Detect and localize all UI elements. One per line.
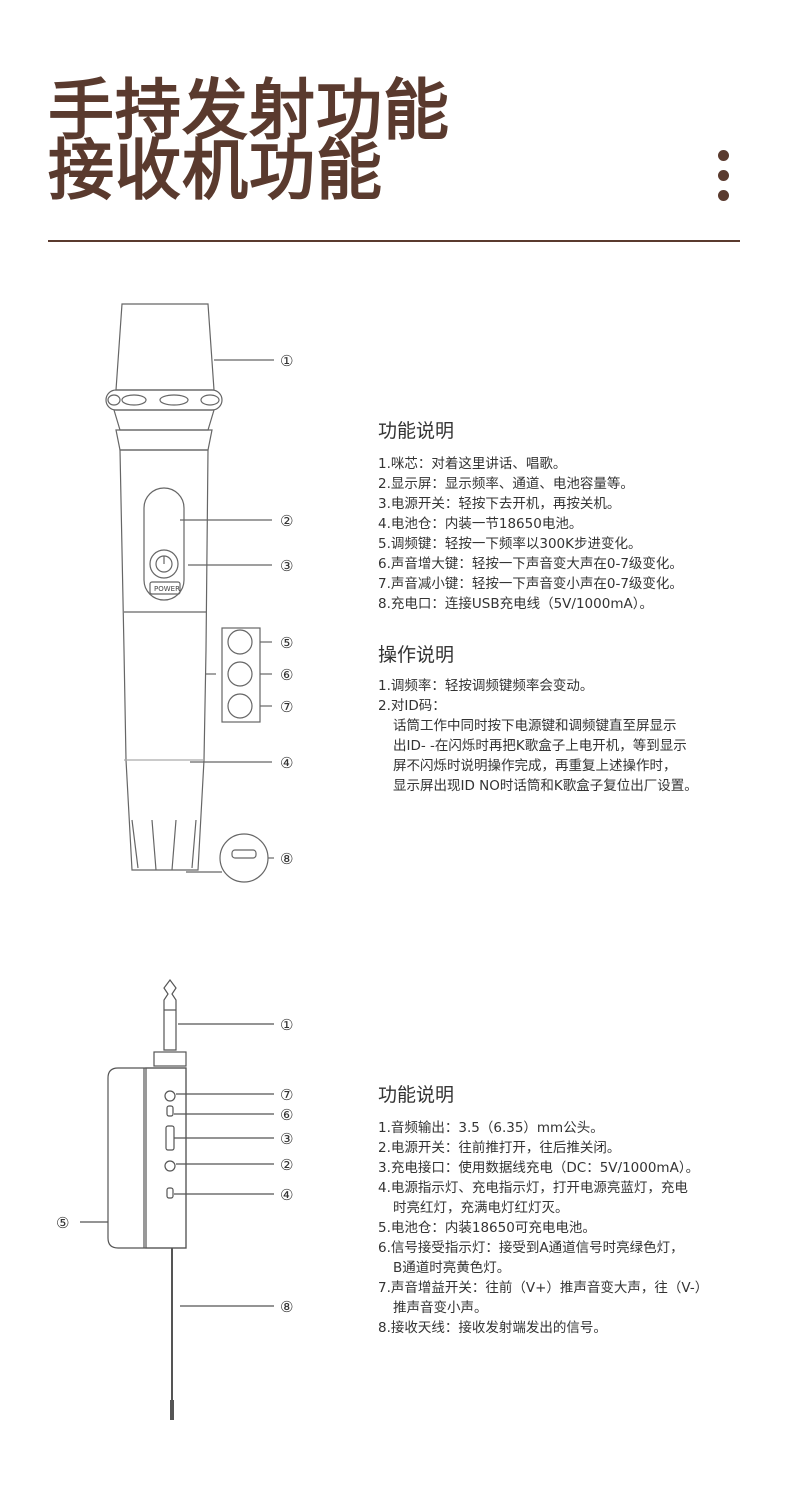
list-item: 显示屏出现ID NO时话筒和K歌盒子复位出厂设置。 — [393, 778, 698, 794]
rx-callout-1: ① — [280, 1016, 293, 1034]
list-item: 3.充电接口：使用数据线充电（DC：5V/1000mA）。 — [378, 1160, 700, 1176]
section2-list: 1.调频率：轻按调频键频率会变动。 2.对ID码： 话筒工作中同时按下电源键和调… — [378, 676, 698, 796]
list-item: 6.信号接受指示灯：接受到A通道信号时亮绿色灯， — [378, 1240, 684, 1256]
list-item: 2.电源开关：往前推打开，往后推关闭。 — [378, 1140, 621, 1156]
more-dots-icon — [718, 150, 729, 210]
section3-list: 1.音频输出：3.5（6.35）mm公头。 2.电源开关：往前推打开，往后推关闭… — [378, 1118, 708, 1338]
rx-callout-5: ⑤ — [56, 1214, 69, 1232]
mic-grille — [115, 303, 215, 391]
list-item: 5.调频键：轻按一下频率以300K步进变化。 — [378, 536, 642, 552]
rx-callout-8: ⑧ — [280, 1298, 293, 1316]
power-label: POWER — [154, 585, 180, 593]
list-item: 2.对ID码： — [378, 698, 446, 714]
mic-callout-6: ⑥ — [280, 666, 293, 684]
list-item: 5.电池仓：内装18650可充电电池。 — [378, 1220, 596, 1236]
mic-callout-1: ① — [280, 352, 293, 370]
title-line-1: 手持发射功能 — [48, 72, 450, 149]
list-item: 时亮红灯，充满电灯红灯灭。 — [393, 1200, 569, 1216]
rx-callout-2: ② — [280, 1156, 293, 1174]
mic-callout-8: ⑧ — [280, 850, 293, 868]
header-divider — [48, 240, 740, 242]
mic-callout-7: ⑦ — [280, 698, 293, 716]
rx-callout-3: ③ — [280, 1130, 293, 1148]
receiver-diagram: ① ⑦ ⑥ ③ ② ④ ⑤ ⑧ — [56, 979, 293, 1420]
list-item: 8.接收天线：接收发射端发出的信号。 — [378, 1320, 607, 1336]
list-item: 1.咪芯：对着这里讲话、唱歌。 — [378, 456, 567, 472]
microphone-diagram: POWER ① ② ③ ⑤ ⑥ ⑦ ④ ⑧ — [105, 303, 293, 883]
section1-heading: 功能说明 — [378, 420, 455, 442]
rx-callout-7: ⑦ — [280, 1086, 293, 1104]
rx-callout-4: ④ — [280, 1186, 293, 1204]
list-item: 出ID- -在闪烁时再把K歌盒子上电开机，等到显示 — [393, 738, 687, 754]
list-item: 4.电池仓：内装一节18650电池。 — [378, 516, 583, 532]
section2-heading: 操作说明 — [378, 644, 455, 666]
mic-ring — [105, 389, 223, 411]
title-line-2: 接收机功能 — [48, 132, 383, 209]
list-item: 3.电源开关：轻按下去开机，再按关机。 — [378, 496, 621, 512]
list-item: 6.声音增大键：轻按一下声音变大声在0-7级变化。 — [378, 556, 683, 572]
mic-callout-4: ④ — [280, 754, 293, 772]
list-item: 1.调频率：轻按调频键频率会变动。 — [378, 678, 594, 694]
list-item: 4.电源指示灯、充电指示灯，打开电源亮蓝灯，充电 — [378, 1180, 688, 1196]
list-item: 1.音频输出：3.5（6.35）mm公头。 — [378, 1120, 604, 1136]
list-item: 推声音变小声。 — [393, 1300, 488, 1316]
mic-callout-3: ③ — [280, 557, 293, 575]
section3-heading: 功能说明 — [378, 1084, 455, 1106]
list-item: B通道时亮黄色灯。 — [393, 1260, 511, 1276]
mic-callout-2: ② — [280, 512, 293, 530]
section1-list: 1.咪芯：对着这里讲话、唱歌。 2.显示屏：显示频率、通道、电池容量等。 3.电… — [378, 454, 683, 614]
rx-callout-6: ⑥ — [280, 1106, 293, 1124]
list-item: 8.充电口：连接USB充电线（5V/1000mA）。 — [378, 596, 653, 612]
list-item: 7.声音减小键：轻按一下声音变小声在0-7级变化。 — [378, 576, 683, 592]
list-item: 2.显示屏：显示频率、通道、电池容量等。 — [378, 476, 634, 492]
mic-callout-5: ⑤ — [280, 634, 293, 652]
list-item: 7.声音增益开关：往前（V+）推声音变大声，往（V-） — [378, 1280, 709, 1296]
mic-body — [119, 449, 209, 871]
audio-jack — [163, 979, 177, 1051]
receiver-body — [107, 1067, 187, 1249]
display-panel — [143, 487, 185, 601]
list-item: 屏不闪烁时说明操作完成，再重复上述操作时， — [393, 758, 677, 774]
list-item: 话筒工作中同时按下电源键和调频键直至屏显示 — [393, 718, 677, 734]
